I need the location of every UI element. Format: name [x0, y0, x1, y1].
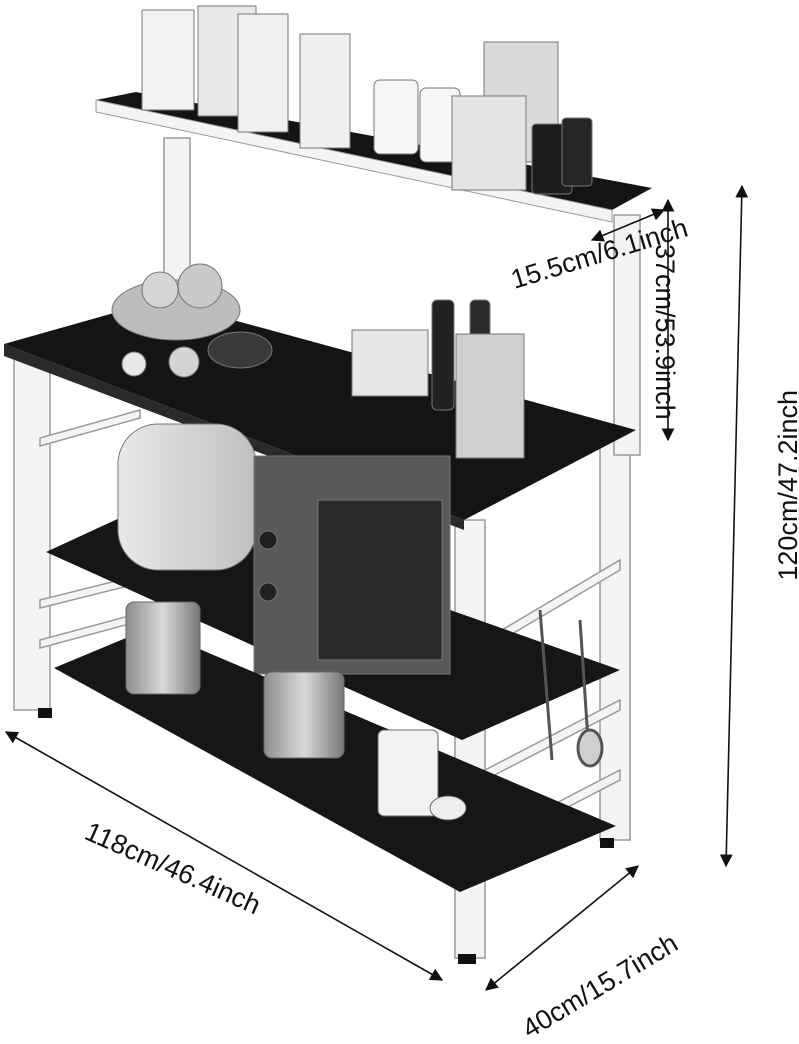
- spice-jar: [561, 117, 593, 187]
- back-post-right: [613, 214, 641, 456]
- width-arrow: [4, 731, 444, 981]
- total-height-arrow: [719, 184, 749, 868]
- bowl: [429, 795, 467, 821]
- rice-cooker: [117, 423, 257, 571]
- top-shelf-height-label: 37cm/53.9inch: [650, 244, 680, 420]
- total-height-label: 120cm/47.2inch: [773, 390, 799, 581]
- countertop: [4, 300, 636, 520]
- right-front-leg: [454, 519, 486, 959]
- depth-arrow: [485, 865, 639, 991]
- cereal-box: [141, 9, 195, 111]
- fruit: [141, 271, 179, 309]
- onion: [168, 346, 200, 378]
- left-front-leg: [13, 357, 51, 711]
- coffee-grinder: [351, 329, 429, 397]
- middle-shelf-items: [117, 423, 451, 675]
- microwave-window: [317, 499, 443, 661]
- left-side-brace-1: [39, 409, 141, 447]
- stock-pot: [263, 671, 345, 759]
- microwave-knob: [258, 530, 278, 550]
- microwave-knob: [258, 582, 278, 602]
- top-shelf-items: [141, 5, 593, 195]
- hanging-utensils: [538, 609, 604, 768]
- utensil-holder: [377, 729, 439, 817]
- top-shelf-depth-arrow: [590, 208, 666, 242]
- coffee-bag: [455, 333, 525, 459]
- fruit: [177, 263, 223, 309]
- storage-jar: [373, 79, 419, 155]
- dimension-arrows: [4, 184, 749, 991]
- oil-bottle: [431, 299, 455, 411]
- stock-pot: [125, 601, 201, 695]
- herbs: [207, 331, 273, 369]
- garlic: [121, 351, 147, 377]
- rack-feet: [38, 708, 614, 964]
- coffee-bag: [451, 95, 527, 191]
- countertop-items: [111, 263, 525, 459]
- cereal-box: [299, 33, 351, 149]
- cereal-box: [237, 13, 289, 133]
